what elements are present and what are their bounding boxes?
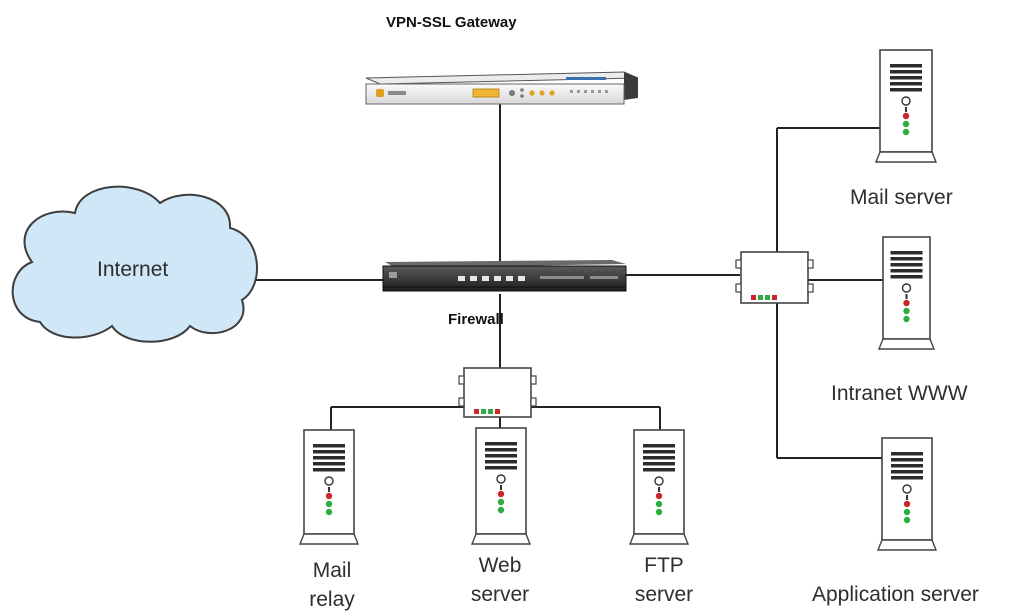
network-switch-icon xyxy=(458,367,537,418)
vpn-gateway-appliance-icon xyxy=(365,71,639,105)
mail-server-icon xyxy=(874,49,938,163)
ftp-server-label-line2: server xyxy=(634,583,694,606)
ftp-server-label-line1: FTP xyxy=(644,554,684,577)
mail-relay-server-icon xyxy=(298,429,360,545)
web-server-label-line2: server xyxy=(470,583,530,606)
mail-relay-label-line2: relay xyxy=(309,588,355,611)
ftp-server-icon xyxy=(628,429,690,545)
web-server-icon xyxy=(470,427,532,545)
intranet-www-server-icon xyxy=(877,236,936,350)
network-switch-icon xyxy=(735,251,814,304)
firewall-label: Firewall xyxy=(448,311,504,328)
application-server-label: Application server xyxy=(812,583,979,606)
ftp-server-label: FTP server xyxy=(619,551,709,609)
mail-relay-label-line1: Mail xyxy=(312,559,352,582)
web-server-label: Web server xyxy=(455,551,545,609)
vpn-gateway-label: VPN-SSL Gateway xyxy=(386,14,517,31)
mail-relay-label: Mail relay xyxy=(297,556,367,614)
firewall-appliance-icon xyxy=(382,260,627,292)
application-server-icon xyxy=(876,437,938,551)
server-group xyxy=(298,49,938,551)
mail-server-label: Mail server xyxy=(850,186,953,209)
cloud-icon xyxy=(11,185,258,343)
intranet-www-label: Intranet WWW xyxy=(831,382,968,405)
internet-label: Internet xyxy=(97,258,169,281)
web-server-label-line1: Web xyxy=(478,554,522,577)
